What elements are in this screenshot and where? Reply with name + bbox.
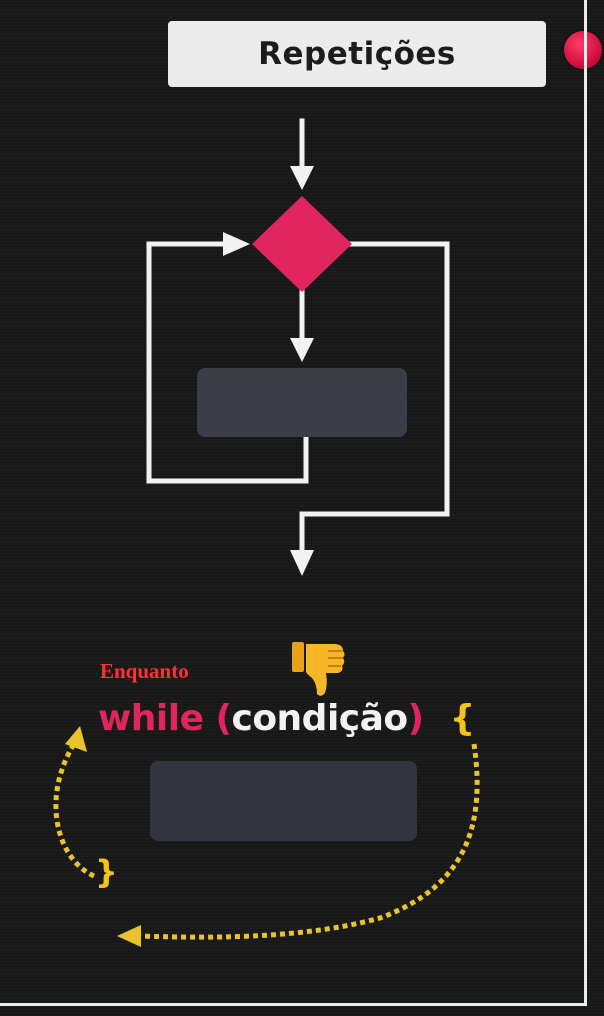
page-title: Repetições bbox=[258, 36, 456, 72]
enquanto-label: Enquanto bbox=[100, 659, 189, 683]
while-keyword: while bbox=[98, 698, 204, 739]
process-arrowhead bbox=[290, 338, 314, 362]
open-brace: { bbox=[449, 698, 476, 739]
repeat-arrowhead bbox=[65, 726, 87, 752]
loop-arrowhead bbox=[223, 232, 250, 256]
condition-text: condição bbox=[231, 698, 408, 739]
loop-body-block bbox=[150, 761, 417, 841]
exit-path-line bbox=[299, 241, 450, 555]
loop-back-line bbox=[146, 241, 309, 484]
title-banner: Repetições bbox=[168, 21, 546, 87]
record-dot-icon bbox=[564, 31, 602, 69]
return-arrowhead bbox=[117, 925, 141, 947]
frame-border-right bbox=[584, 0, 587, 1006]
repeat-arrow-path bbox=[53, 742, 96, 879]
exit-arrowhead bbox=[290, 550, 314, 576]
frame-border-bottom bbox=[0, 1003, 587, 1006]
while-statement: while (condição) { bbox=[98, 698, 475, 739]
process-box bbox=[197, 368, 407, 437]
return-arrow-path bbox=[139, 743, 480, 940]
close-paren: ) bbox=[407, 698, 424, 739]
decision-diamond bbox=[252, 196, 352, 292]
close-brace: } bbox=[95, 853, 118, 891]
open-paren: ( bbox=[215, 698, 232, 739]
thumbs-down-icon bbox=[292, 642, 345, 696]
entry-arrowhead bbox=[290, 166, 314, 190]
